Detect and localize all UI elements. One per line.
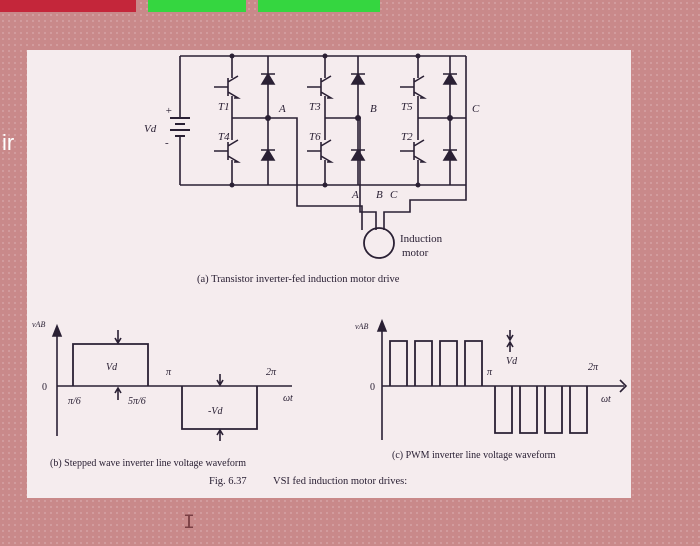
document-page bbox=[27, 50, 631, 498]
transistor-t4: T4 bbox=[218, 131, 230, 143]
supply-label: Vd bbox=[144, 123, 157, 135]
figure-title: VSI fed induction motor drives: bbox=[273, 476, 407, 487]
stepped-waveform bbox=[51, 323, 292, 441]
stepped-neg-vd: -Vd bbox=[208, 406, 223, 417]
pwm-zero: 0 bbox=[370, 382, 375, 393]
stepped-pi: π bbox=[166, 367, 172, 378]
output-label-b: B bbox=[376, 189, 383, 201]
stepped-wt: ωt bbox=[283, 393, 293, 404]
motor-label-line2: motor bbox=[402, 247, 429, 259]
stepped-vd: Vd bbox=[106, 362, 118, 373]
node-label-a: A bbox=[278, 103, 286, 115]
transistor-t3: T3 bbox=[309, 101, 321, 113]
figure-number: Fig. 6.37 bbox=[209, 476, 247, 487]
stepped-tick-pi6: π/6 bbox=[68, 396, 81, 407]
stepped-tick-5pi6: 5π/6 bbox=[128, 396, 146, 407]
side-text: ir bbox=[2, 130, 15, 155]
transistor-t1: T1 bbox=[218, 101, 230, 113]
pwm-wt: ωt bbox=[601, 394, 611, 405]
green-tab-2[interactable] bbox=[258, 0, 380, 12]
node-label-b: B bbox=[370, 103, 377, 115]
output-label-a: A bbox=[351, 189, 359, 201]
node-label-c: C bbox=[472, 103, 480, 115]
stepped-y-label: vAB bbox=[32, 320, 45, 329]
pwm-2pi: 2π bbox=[588, 362, 599, 373]
pwm-pi: π bbox=[487, 367, 493, 378]
green-tab[interactable] bbox=[148, 0, 246, 12]
supply-plus: + bbox=[165, 105, 172, 117]
inverter-circuit bbox=[170, 53, 467, 259]
stepped-2pi: 2π bbox=[266, 367, 277, 378]
transistor-t5: T5 bbox=[401, 101, 413, 113]
stepped-zero: 0 bbox=[42, 382, 47, 393]
caption-b: (b) Stepped wave inverter line voltage w… bbox=[50, 458, 246, 469]
pwm-vd: Vd bbox=[506, 356, 518, 367]
transistor-t2: T2 bbox=[401, 131, 413, 143]
pwm-y-label: vAB bbox=[355, 322, 368, 331]
motor-label-line1: Induction bbox=[400, 233, 443, 245]
caption-c: (c) PWM inverter line voltage waveform bbox=[392, 450, 556, 461]
red-tab[interactable] bbox=[0, 0, 136, 12]
caption-a: (a) Transistor inverter-fed induction mo… bbox=[197, 274, 400, 285]
transistor-t6: T6 bbox=[309, 131, 321, 143]
output-label-c: C bbox=[390, 189, 398, 201]
pwm-waveform bbox=[376, 318, 628, 440]
supply-minus: - bbox=[165, 137, 169, 149]
text-cursor-icon: I bbox=[183, 512, 196, 535]
